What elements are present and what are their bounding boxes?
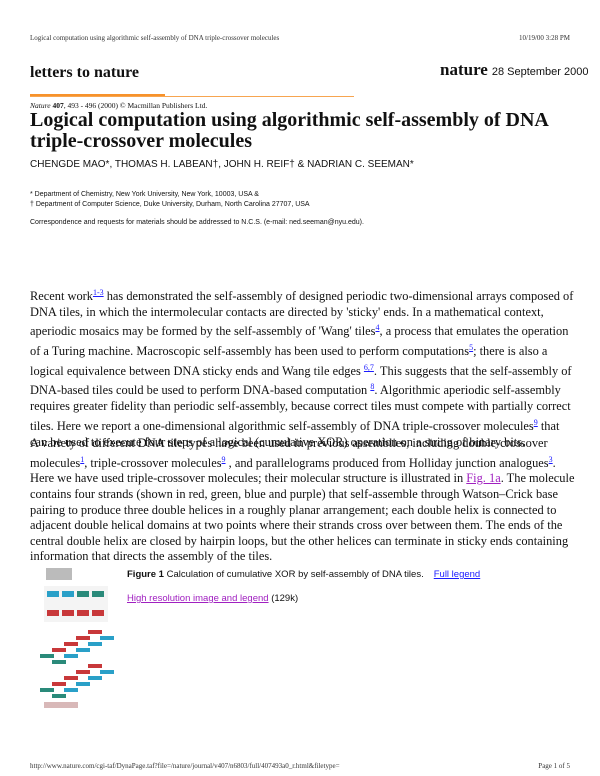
figure-1-thumbnail[interactable]	[38, 566, 114, 726]
reference-link[interactable]: 1-3	[92, 288, 104, 297]
citation-journal: Nature	[30, 101, 51, 110]
correspondence: Correspondence and requests for material…	[30, 219, 364, 226]
tile	[100, 670, 114, 674]
journal-logo: nature	[440, 60, 488, 79]
affiliations: * Department of Chemistry, New York Univ…	[30, 190, 310, 209]
body-text: . Here we have used triple-crossover mol…	[30, 455, 556, 486]
tile	[47, 591, 59, 597]
tile	[40, 654, 54, 658]
tile	[76, 670, 90, 674]
tile	[64, 654, 78, 658]
reference-superscript: 8	[370, 382, 374, 391]
tile	[88, 630, 102, 634]
reference-link[interactable]: 4	[375, 323, 380, 333]
tile	[88, 676, 102, 680]
tile	[76, 648, 90, 652]
section-rule-thick	[30, 94, 165, 97]
reference-link[interactable]: 9	[221, 454, 226, 464]
reference-link[interactable]: 3	[548, 454, 553, 464]
tile	[88, 664, 102, 668]
print-footer-page: Page 1 of 5	[538, 762, 570, 770]
figure-link[interactable]: Fig. 1a	[466, 471, 501, 486]
citation-volume: 407	[52, 101, 64, 110]
reference-superscript: 9	[222, 455, 226, 464]
print-header-datetime: 10/19/00 3:28 PM	[519, 34, 570, 42]
hires-line: High resolution image and legend (129k)	[127, 593, 298, 604]
tile	[52, 648, 66, 652]
affiliation: † Department of Computer Science, Duke U…	[30, 200, 310, 208]
tile	[64, 676, 78, 680]
print-header-title: Logical computation using algorithmic se…	[30, 34, 280, 42]
tile	[62, 591, 74, 597]
body-text: has demonstrated the self-assembly of de…	[30, 289, 574, 339]
tile	[92, 610, 104, 616]
tile	[76, 682, 90, 686]
hires-size: (129k)	[271, 593, 299, 604]
body-text: . This suggests that the self-assembly o…	[30, 363, 572, 398]
tile	[64, 688, 78, 692]
body-text: , a process that emulates the operation …	[30, 324, 569, 359]
reference-link[interactable]: 5	[469, 343, 474, 353]
figure-caption-text: Calculation of cumulative XOR by self-as…	[166, 569, 424, 580]
body-text: , triple-crossover molecules	[84, 455, 222, 470]
tile	[77, 610, 89, 616]
tile	[62, 610, 74, 616]
section-heading: letters to nature	[30, 64, 139, 81]
tile	[52, 660, 66, 664]
tile	[76, 636, 90, 640]
tile	[88, 642, 102, 646]
issue-date: 28 September 2000	[491, 66, 589, 78]
tile	[77, 591, 89, 597]
body-text: . The molecule contains four strands (sh…	[30, 471, 575, 564]
body-text: , and parallelograms produced from Holli…	[225, 455, 549, 470]
figure-label: Figure 1	[127, 569, 164, 580]
body-text: . Algorithmic aperiodic self-assembly re…	[30, 383, 571, 433]
citation-rest: , 493 - 496 (2000) © Macmillan Publisher…	[63, 101, 208, 110]
reference-link[interactable]: 9	[533, 417, 538, 427]
reference-superscript: 1-3	[93, 288, 104, 297]
tile	[52, 694, 66, 698]
tile	[52, 682, 66, 686]
tile	[47, 610, 59, 616]
tile	[92, 591, 104, 597]
tile	[64, 642, 78, 646]
reference-superscript: 3	[549, 455, 553, 464]
body-text: ; there is also a logical equivalence be…	[30, 344, 548, 378]
hires-image-link[interactable]: High resolution image and legend	[127, 593, 269, 604]
section-rule-thin	[30, 96, 354, 97]
reference-link[interactable]: 6,7	[363, 362, 374, 372]
body-paragraph: Recent work1-3 has demonstrated the self…	[30, 285, 578, 450]
reference-superscript: 6,7	[364, 363, 374, 372]
reference-link[interactable]: 1	[80, 454, 85, 464]
figure-caption: Figure 1 Calculation of cumulative XOR b…	[127, 569, 480, 580]
reference-superscript: 1	[80, 455, 84, 464]
article-title: Logical computation using algorithmic se…	[30, 109, 548, 152]
tile	[100, 636, 114, 640]
reference-superscript: 9	[534, 418, 538, 427]
body-text: that can be used to execute four steps o…	[30, 418, 560, 449]
tile	[40, 688, 54, 692]
reference-superscript: 4	[376, 323, 380, 332]
reference-superscript: 5	[469, 343, 473, 352]
print-footer-url: http://www.nature.com/cgi-taf/DynaPage.t…	[30, 762, 340, 770]
body-text: Recent work	[30, 289, 93, 304]
panel-e-sketch	[44, 702, 78, 708]
affiliation: * Department of Chemistry, New York Univ…	[30, 191, 259, 198]
body-text: A variety of different DNA tile types ha…	[30, 436, 548, 470]
citation: Nature 407, 493 - 496 (2000) © Macmillan…	[30, 101, 207, 110]
panel-a-sketch	[46, 568, 72, 580]
reference-link[interactable]: 8	[370, 382, 375, 392]
body-paragraph: A variety of different DNA tile types ha…	[30, 436, 578, 565]
article-authors: CHENGDE MAO*, THOMAS H. LABEAN†, JOHN H.…	[30, 159, 414, 170]
full-legend-link[interactable]: Full legend	[433, 569, 481, 580]
